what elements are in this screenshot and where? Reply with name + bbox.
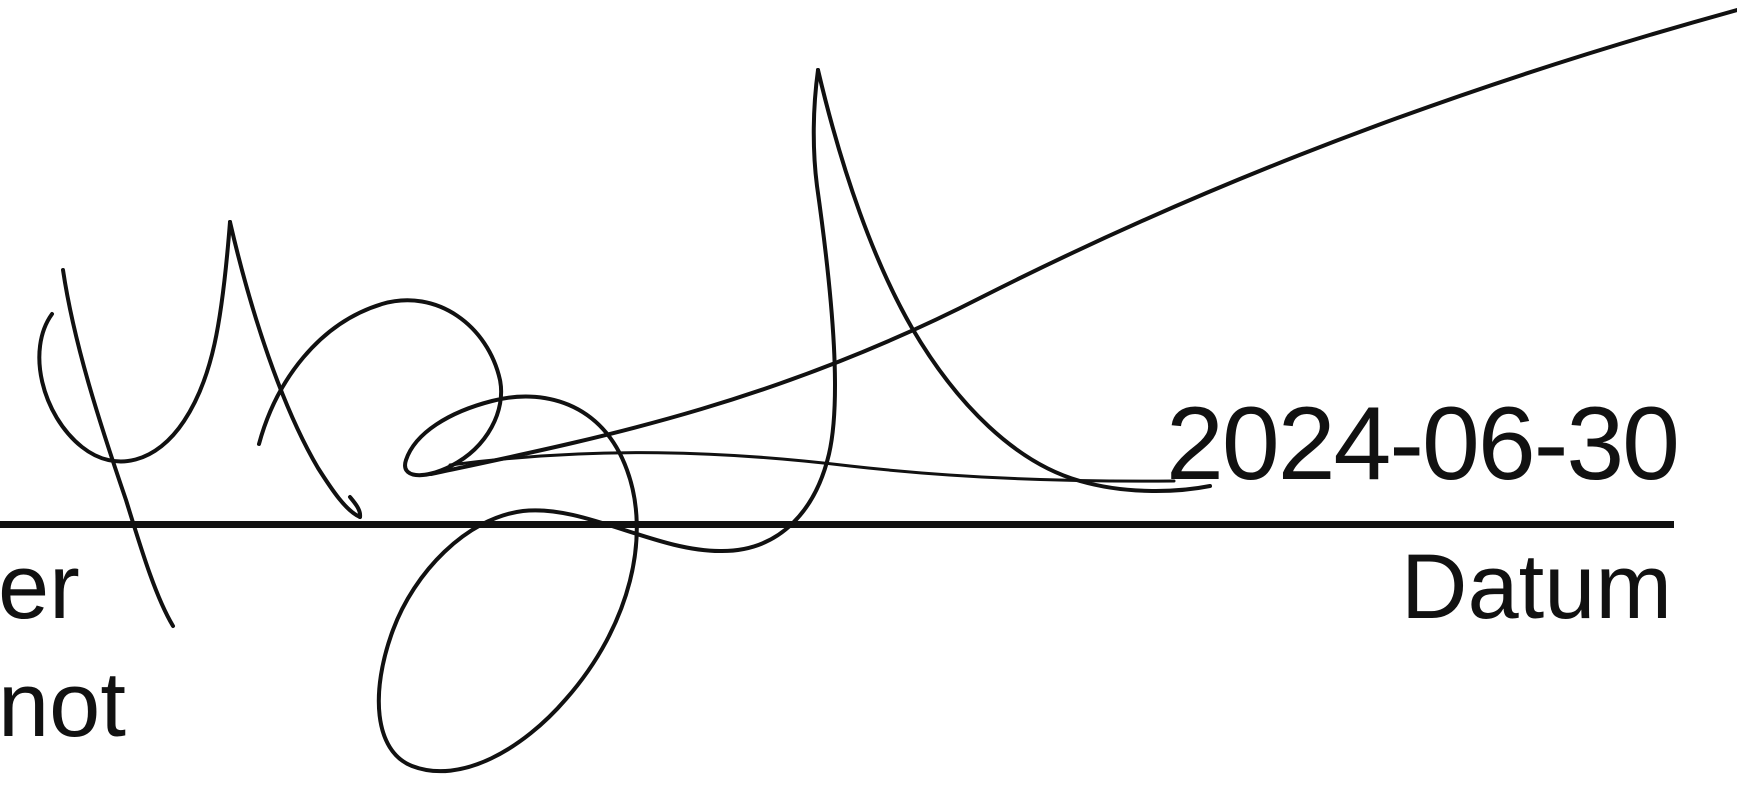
left-text-fragment-not: not (0, 654, 126, 756)
signature-stroke-2 (37, 220, 232, 464)
date-label: Datum (1401, 536, 1672, 638)
signature-stroke-7 (448, 451, 1176, 483)
left-text-fragment-er: er (0, 536, 80, 638)
signature-stroke-4 (257, 68, 838, 774)
signature-stroke-1 (61, 268, 175, 628)
signature-line (0, 521, 1674, 528)
date-value: 2024-06-30 (1166, 386, 1680, 502)
signature-stroke-5 (816, 68, 1212, 493)
signature-stroke-8 (348, 495, 363, 519)
signature-stroke-3 (228, 220, 362, 519)
signature-stroke-6 (429, 8, 1737, 476)
